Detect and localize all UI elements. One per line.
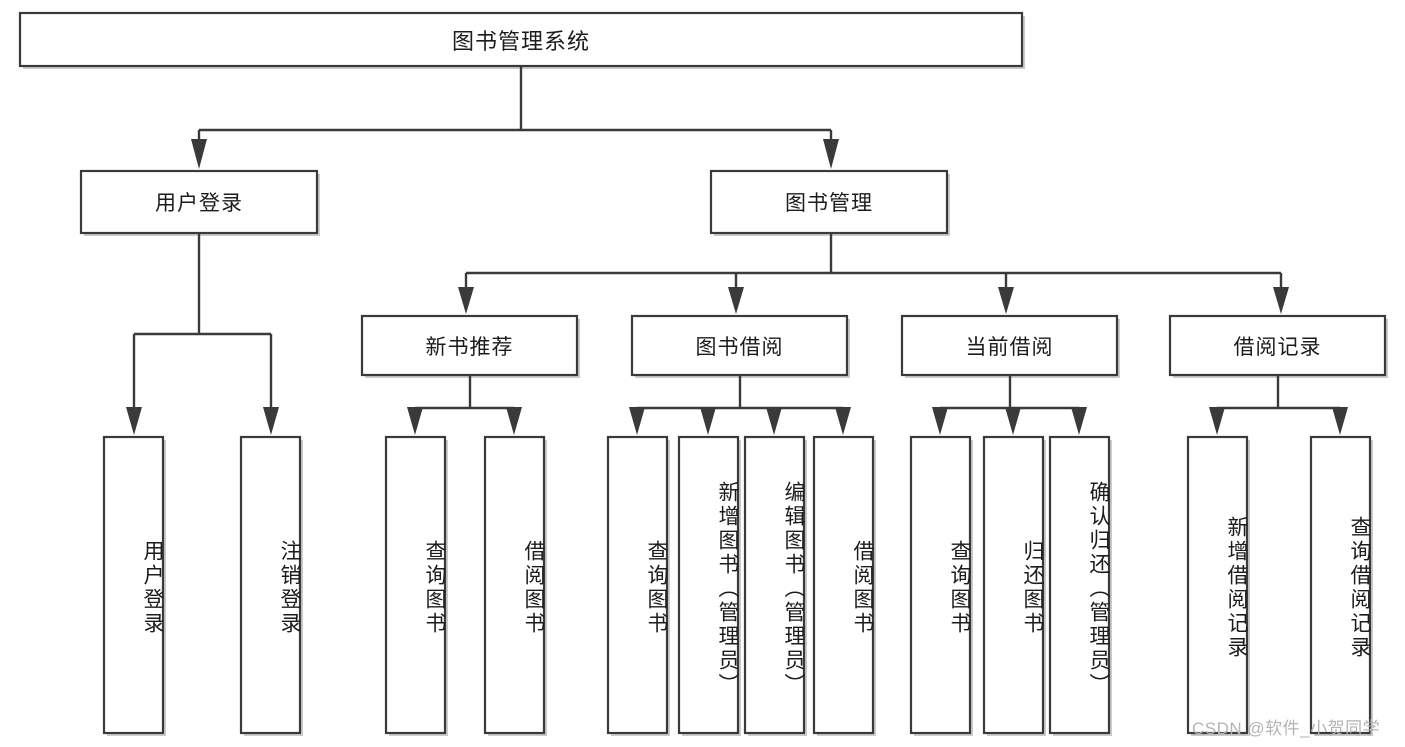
arrow-head-leaf-query-book-1 [407, 407, 423, 435]
arrow-head-leaf-user-logout [263, 407, 279, 435]
connectors [126, 66, 1348, 435]
arrow-head-leaf-return-book [1005, 407, 1021, 435]
arrow-head-current-borrow [998, 287, 1014, 314]
arrow-head-leaf-add-book [700, 407, 716, 435]
arrow-head-user-login [191, 139, 207, 169]
node-rect-borrow-record[interactable] [1168, 314, 1387, 377]
node-rect-leaf-query-book-1[interactable] [384, 435, 447, 735]
node-rect-leaf-query-book-2[interactable] [606, 435, 669, 735]
node-rect-current-borrow[interactable] [900, 314, 1119, 377]
arrow-head-leaf-borrow-book-2 [835, 407, 851, 435]
node-rect-leaf-add-book[interactable] [677, 435, 740, 735]
arrow-head-leaf-user-login [126, 407, 142, 435]
node-rect-leaf-add-record[interactable] [1186, 435, 1249, 735]
node-rect-leaf-return-book[interactable] [982, 435, 1045, 735]
arrow-head-leaf-confirm-return [1071, 407, 1087, 435]
arrow-head-new-book-recommend [458, 287, 474, 314]
arrow-head-book-manage [823, 139, 839, 169]
arrow-head-borrow-record [1273, 287, 1289, 314]
arrow-head-leaf-query-record [1332, 407, 1348, 435]
node-rect-leaf-borrow-book-1[interactable] [483, 435, 546, 735]
node-rect-leaf-user-login[interactable] [102, 435, 165, 735]
node-rect-leaf-query-record[interactable] [1309, 435, 1372, 735]
node-rect-leaf-query-book-3[interactable] [909, 435, 972, 735]
node-rect-new-book-recommend[interactable] [360, 314, 579, 377]
node-rect-user-login[interactable] [79, 169, 319, 235]
arrow-head-leaf-add-record [1209, 407, 1225, 435]
node-rect-leaf-edit-book[interactable] [743, 435, 806, 735]
csdn-watermark: CSDN @软件_小贺同学 [1192, 719, 1381, 738]
arrow-head-leaf-edit-book [766, 407, 782, 435]
node-rect-book-borrow[interactable] [630, 314, 849, 377]
node-rect-leaf-borrow-book-2[interactable] [812, 435, 875, 735]
arrow-head-leaf-query-book-2 [629, 407, 645, 435]
node-rectangles [18, 11, 1388, 736]
node-rect-leaf-confirm-return[interactable] [1048, 435, 1111, 735]
arrow-head-leaf-borrow-book-1 [506, 407, 522, 435]
node-rect-root[interactable] [18, 11, 1024, 68]
node-rect-book-manage[interactable] [709, 169, 949, 235]
arrow-head-leaf-query-book-3 [932, 407, 948, 435]
arrow-head-book-borrow [728, 287, 744, 314]
node-rect-leaf-user-logout[interactable] [239, 435, 302, 735]
